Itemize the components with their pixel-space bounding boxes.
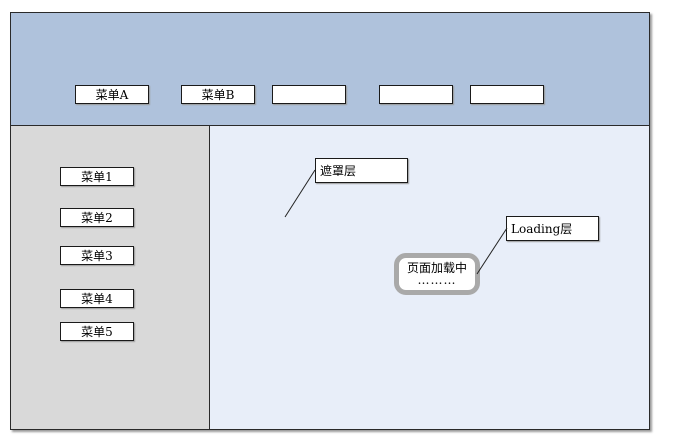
sidebar-menu-2: 菜单2 — [60, 208, 134, 227]
sidebar-menu-5: 菜单5 — [60, 322, 134, 341]
sidebar-menu-4: 菜单4 — [60, 289, 134, 308]
sidebar-menu-1: 菜单1 — [60, 167, 134, 186]
loading-text: 页面加载中 — [406, 261, 467, 275]
header-menu-a: 菜单A — [75, 85, 149, 104]
loading-layer-callout: Loading层 — [506, 216, 599, 241]
loading-indicator: 页面加载中 ……… — [394, 253, 480, 295]
header-menu-b: 菜单B — [181, 85, 255, 104]
header-menu-5 — [470, 85, 544, 104]
loading-dots: ……… — [417, 273, 457, 287]
header-menu-3 — [272, 85, 346, 104]
header-menu-4 — [379, 85, 453, 104]
mask-layer-callout: 遮罩层 — [315, 158, 408, 183]
header-region — [11, 13, 649, 126]
sidebar-menu-3: 菜单3 — [60, 246, 134, 265]
